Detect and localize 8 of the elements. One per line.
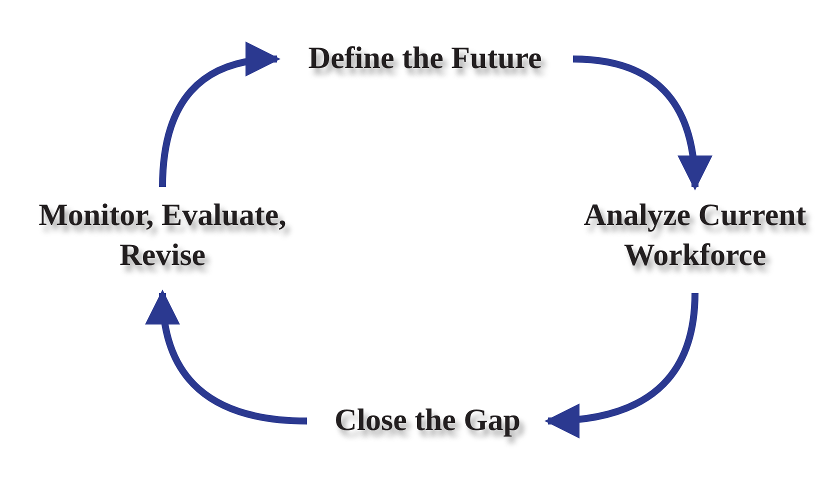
curved-arrow <box>146 290 308 424</box>
curved-arrow <box>544 292 698 438</box>
step-label: Monitor, Evaluate, Revise <box>10 195 315 275</box>
step-label: Analyze Current Workforce <box>560 195 830 275</box>
curved-arrow <box>572 56 712 190</box>
step-label: Define the Future <box>285 38 565 78</box>
step-label: Close the Gap <box>315 400 540 440</box>
curved-arrow <box>159 43 280 188</box>
